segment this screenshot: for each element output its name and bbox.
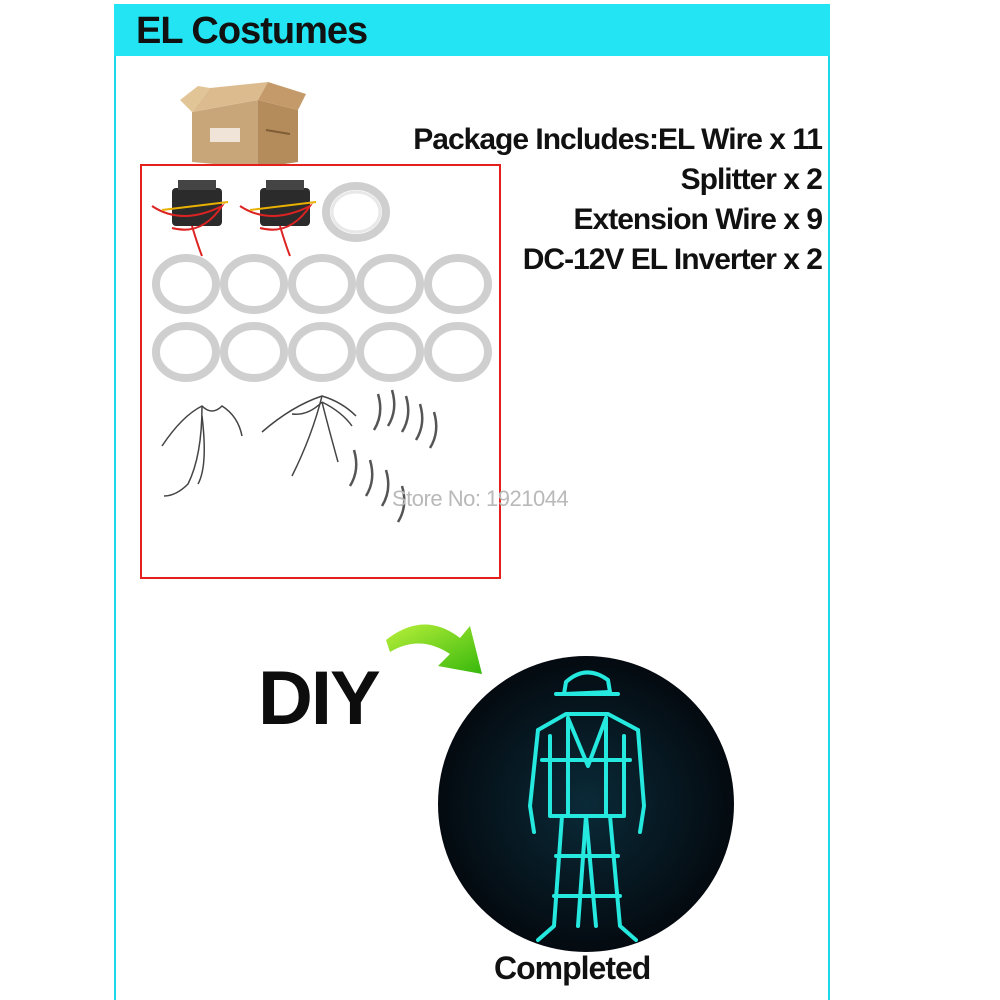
- splitter-cable-icon: [261, 395, 357, 477]
- el-inverter-icon: [239, 180, 317, 257]
- package-line: Splitter x 2: [680, 163, 823, 196]
- completed-label: Completed: [494, 950, 651, 986]
- package-includes: Package Includes:EL Wire x 11 Splitter x…: [413, 120, 823, 280]
- package-line: DC-12V EL Inverter x 2: [522, 243, 823, 276]
- extension-wire-icon: [348, 389, 438, 523]
- cardboard-box-icon: [180, 82, 306, 168]
- el-wire-coil-row-2: [152, 322, 492, 382]
- product-frame: [114, 4, 830, 1000]
- package-line: Package Includes:EL Wire x 11: [413, 123, 823, 156]
- header-bar: [114, 4, 830, 56]
- package-contents-illustration: [151, 180, 492, 523]
- page-title: EL Costumes: [136, 10, 368, 52]
- el-wire-coil-row-1: [152, 254, 492, 314]
- package-contents-box: [140, 164, 501, 579]
- package-line: Extension Wire x 9: [573, 203, 823, 236]
- el-inverter-icon: [151, 180, 229, 257]
- curved-arrow-icon: [386, 624, 482, 674]
- store-watermark: Store No: 1921044: [392, 486, 569, 511]
- glowing-costume-figure: [438, 656, 734, 952]
- splitter-cable-icon: [161, 405, 243, 497]
- el-wire-coil-icon: [322, 182, 390, 242]
- diy-label: DIY: [258, 656, 381, 741]
